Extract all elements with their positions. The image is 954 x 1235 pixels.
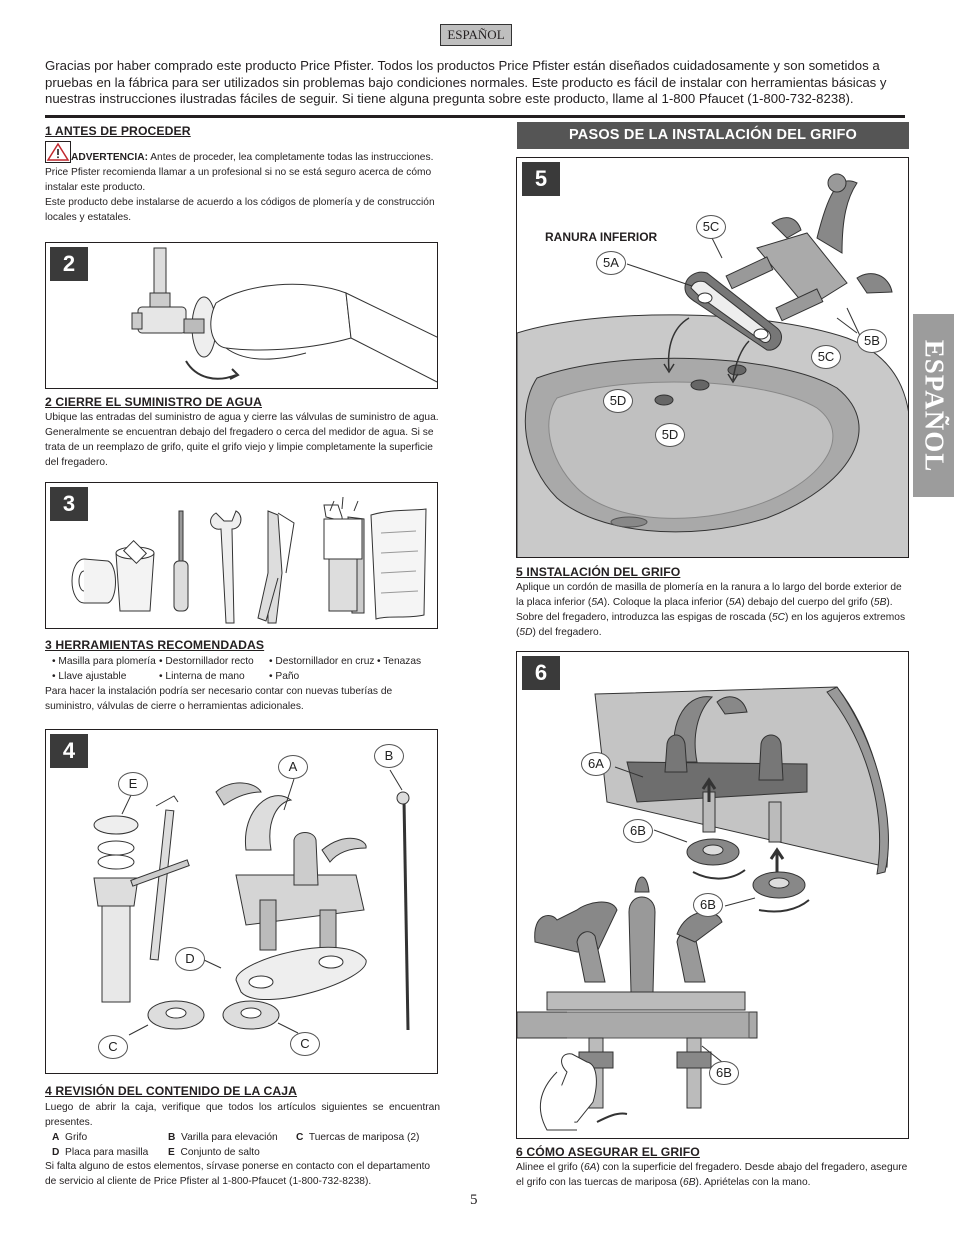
section-3-heading: 3 HERRAMIENTAS RECOMENDADAS — [45, 638, 265, 652]
figure-3: 3 — [45, 482, 438, 629]
language-tag: ESPAÑOL — [440, 24, 512, 46]
tool-item: • Llave ajustable — [52, 671, 127, 682]
tool-item: • Masilla para plomería — [52, 656, 156, 667]
side-tab-label: ESPAÑOL — [919, 339, 949, 472]
figure-3-number: 3 — [50, 487, 88, 521]
intro-paragraph: Gracias por haber comprado este producto… — [45, 58, 887, 106]
callout-5B: 5B — [857, 329, 887, 353]
callout-C: C — [98, 1035, 128, 1059]
section-1-p2: Este producto debe instalarse de acuerdo… — [45, 197, 435, 223]
warning-text: ADVERTENCIA: Antes de proceder, lea comp… — [71, 152, 434, 163]
callout-D: D — [175, 947, 205, 971]
faucet-installation-illustration — [517, 173, 908, 557]
callout-5C: 5C — [696, 215, 726, 239]
section-1-heading: 1 ANTES DE PROCEDER — [45, 124, 191, 138]
callout-6B: 6B — [623, 819, 653, 843]
figure-2-number: 2 — [50, 247, 88, 281]
tools-illustration — [71, 496, 427, 624]
callout-B: B — [374, 744, 404, 768]
faucet-securing-illustration — [517, 686, 889, 1131]
language-side-tab: ESPAÑOL — [913, 314, 954, 497]
tool-item: • Linterna de mano — [159, 671, 245, 682]
header-rule — [45, 115, 905, 118]
section-1-p1: Price Pfister recomienda llamar a un pro… — [45, 167, 432, 193]
shutoff-valve-illustration — [131, 247, 437, 383]
figure-5-number: 5 — [522, 162, 560, 196]
figure-4: 4 E A B D C C — [45, 729, 438, 1074]
installation-steps-banner: PASOS DE LA INSTALACIÓN DEL GRIFO — [517, 122, 909, 149]
section-2-text: Ubique las entradas del suministro de ag… — [45, 412, 439, 468]
callout-5A: 5A — [596, 251, 626, 275]
section-4-text: Luego de abrir la caja, verifique que to… — [45, 1102, 440, 1128]
callout-6B: 6B — [709, 1061, 739, 1085]
section-5-heading: 5 INSTALACIÓN DEL GRIFO — [516, 565, 681, 579]
box-contents-illustration — [93, 769, 410, 1036]
callout-E: E — [118, 772, 148, 796]
tool-item: • Tenazas — [377, 656, 422, 667]
callout-5D: 5D — [603, 389, 633, 413]
section-2-heading: 2 CIERRE EL SUMINISTRO DE AGUA — [45, 395, 262, 409]
callout-5C: 5C — [811, 345, 841, 369]
section-4-heading: 4 REVISIÓN DEL CONTENIDO DE LA CAJA — [45, 1084, 298, 1098]
tool-list-row-1: • Masilla para plomería• Destornillador … — [52, 654, 442, 669]
figure-2: 2 — [45, 242, 438, 389]
callout-A: A — [278, 755, 308, 779]
section-6-heading: 6 CÓMO ASEGURAR EL GRIFO — [516, 1145, 700, 1159]
tool-item: • Destornillador recto — [159, 656, 254, 667]
figure-5: 5 RANURA INFERIOR 5A 5C 5B 5C 5D 5D — [516, 157, 909, 558]
page-number: 5 — [470, 1192, 478, 1208]
section-5-text: Aplique un cordón de masilla de plomería… — [516, 582, 906, 638]
section-6-text: Alinee el grifo (6A) con la superficie d… — [516, 1162, 908, 1188]
callout-C: C — [290, 1032, 320, 1056]
section-4-text-2: Si falta alguno de estos elementos, sírv… — [45, 1161, 431, 1187]
tool-item: • Destornillador en cruz — [269, 656, 375, 667]
figure-6-number: 6 — [522, 656, 560, 690]
section-3-text: Para hacer la instalación podría ser nec… — [45, 686, 393, 712]
figure-4-number: 4 — [50, 734, 88, 768]
tool-item: • Paño — [269, 671, 300, 682]
warning-icon — [45, 141, 71, 163]
figure-6: 6 6A — [516, 651, 909, 1139]
callout-6B: 6B — [693, 893, 723, 917]
callout-5D: 5D — [655, 423, 685, 447]
tool-list-row-2: • Llave ajustable • Linterna de mano • Pañ… — [52, 669, 442, 684]
section-1-body: ADVERTENCIA: Antes de proceder, lea comp… — [45, 141, 440, 225]
ranura-label: RANURA INFERIOR — [545, 230, 658, 244]
callout-6A: 6A — [581, 752, 611, 776]
